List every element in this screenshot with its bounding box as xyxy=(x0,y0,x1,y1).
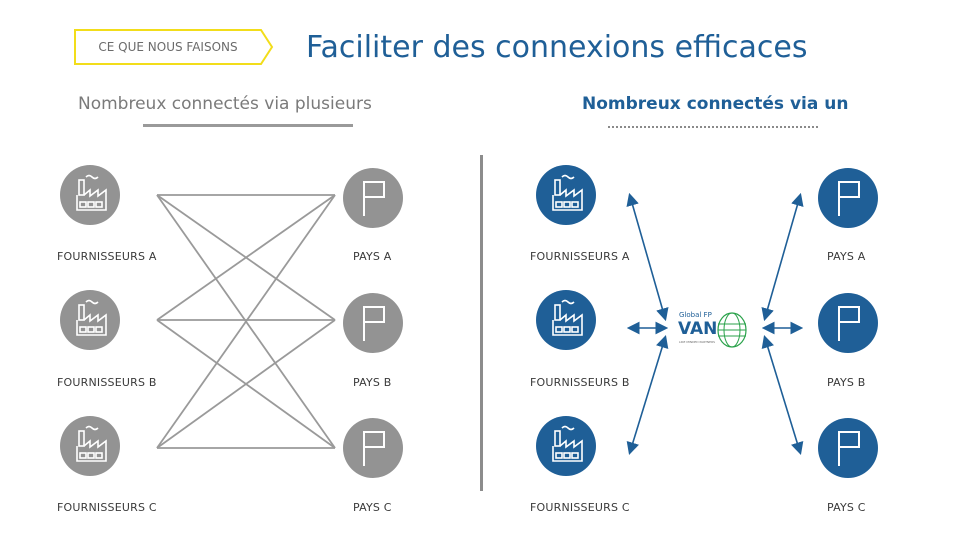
flag-icon xyxy=(343,418,403,478)
factory-icon xyxy=(536,290,596,350)
panel-divider xyxy=(480,155,483,491)
left-heading-underline xyxy=(143,124,353,127)
flag-icon xyxy=(343,293,403,353)
section-tag: CE QUE NOUS FAISONS xyxy=(74,29,274,65)
country-b-node xyxy=(343,293,403,353)
hub-supplier-a-node xyxy=(536,165,596,225)
globe-icon xyxy=(717,312,747,348)
country-b-label: PAYS B xyxy=(353,376,392,389)
hub-line2: VAN xyxy=(678,319,717,339)
factory-icon xyxy=(536,416,596,476)
hub-line1: Global FP xyxy=(679,311,712,319)
left-mesh-lines xyxy=(156,194,336,449)
factory-icon xyxy=(60,165,120,225)
hub-supplier-b-label: FOURNISSEURS B xyxy=(530,376,630,389)
flag-icon xyxy=(818,293,878,353)
hub-supplier-a-label: FOURNISSEURS A xyxy=(530,250,630,263)
hub-arrows xyxy=(626,192,804,456)
hub-country-a-label: PAYS A xyxy=(827,250,866,263)
hub-country-b-label: PAYS B xyxy=(827,376,866,389)
hub-supplier-c-label: FOURNISSEURS C xyxy=(530,501,630,514)
global-fp-van-logo: Global FP VAN LIKE MINDED PARTNERS xyxy=(676,303,754,355)
supplier-b-label: FOURNISSEURS B xyxy=(57,376,157,389)
hub-supplier-c-node xyxy=(536,416,596,476)
hub-country-c-node xyxy=(818,418,878,478)
right-heading-underline xyxy=(608,126,818,128)
factory-icon xyxy=(60,416,120,476)
flag-icon xyxy=(818,418,878,478)
hub-supplier-b-node xyxy=(536,290,596,350)
country-a-label: PAYS A xyxy=(353,250,392,263)
hub-country-b-node xyxy=(818,293,878,353)
supplier-b-node xyxy=(60,290,120,350)
country-a-node xyxy=(343,168,403,228)
flag-icon xyxy=(818,168,878,228)
supplier-a-label: FOURNISSEURS A xyxy=(57,250,157,263)
factory-icon xyxy=(536,165,596,225)
supplier-a-node xyxy=(60,165,120,225)
section-tag-label: CE QUE NOUS FAISONS xyxy=(98,40,238,54)
flag-icon xyxy=(343,168,403,228)
hub-country-c-label: PAYS C xyxy=(827,501,866,514)
country-c-node xyxy=(343,418,403,478)
supplier-c-label: FOURNISSEURS C xyxy=(57,501,157,514)
country-c-label: PAYS C xyxy=(353,501,392,514)
right-panel-heading: Nombreux connectés via un xyxy=(582,94,849,114)
supplier-c-node xyxy=(60,416,120,476)
left-panel-heading: Nombreux connectés via plusieurs xyxy=(78,94,372,114)
hub-country-a-node xyxy=(818,168,878,228)
factory-icon xyxy=(60,290,120,350)
page-title: Faciliter des connexions efficaces xyxy=(306,30,808,65)
hub-tagline: LIKE MINDED PARTNERS xyxy=(679,340,715,344)
